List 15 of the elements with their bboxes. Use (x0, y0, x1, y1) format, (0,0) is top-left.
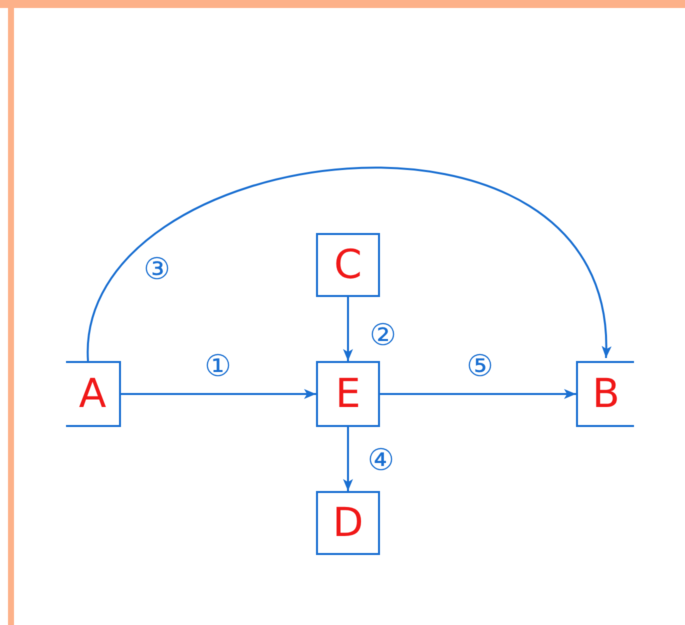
arrow (380, 389, 576, 399)
process-box (316, 361, 380, 427)
arrow (121, 389, 316, 399)
node-label: D (332, 503, 364, 543)
node-label: E (335, 374, 361, 414)
process-box (576, 361, 634, 427)
arrow (87, 168, 610, 362)
node-label: C (334, 245, 362, 285)
arrow (343, 427, 353, 491)
process-box (316, 491, 380, 555)
process-box (66, 361, 121, 427)
process-box (316, 233, 380, 297)
node-label: A (78, 374, 106, 414)
arrow (343, 297, 353, 361)
node-label: B (592, 374, 620, 414)
